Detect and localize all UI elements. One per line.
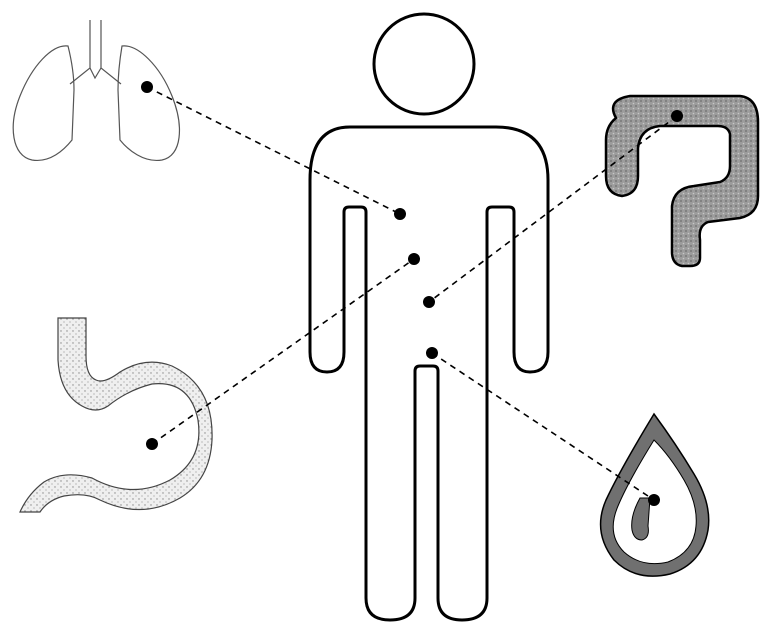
lungs-marker-dot <box>141 81 153 93</box>
human-figure-icon <box>310 14 548 620</box>
body-lungs-marker-dot <box>394 208 406 220</box>
blood-marker-dot <box>648 494 660 506</box>
body-stomach-marker-dot <box>408 253 420 265</box>
colon-icon <box>606 96 758 266</box>
head-icon <box>374 14 474 114</box>
colon-connector <box>429 116 677 302</box>
colon-marker-dot <box>671 110 683 122</box>
body-blood-marker-dot <box>426 347 438 359</box>
stomach-marker-dot <box>146 438 158 450</box>
lungs-icon <box>13 20 179 160</box>
stomach-icon <box>20 318 212 512</box>
body-colon-marker-dot <box>423 296 435 308</box>
lungs-connector <box>147 87 400 214</box>
marker-dots <box>141 81 683 506</box>
connector-lines <box>147 87 677 500</box>
stomach-connector <box>152 259 414 444</box>
body-outline <box>310 127 548 620</box>
